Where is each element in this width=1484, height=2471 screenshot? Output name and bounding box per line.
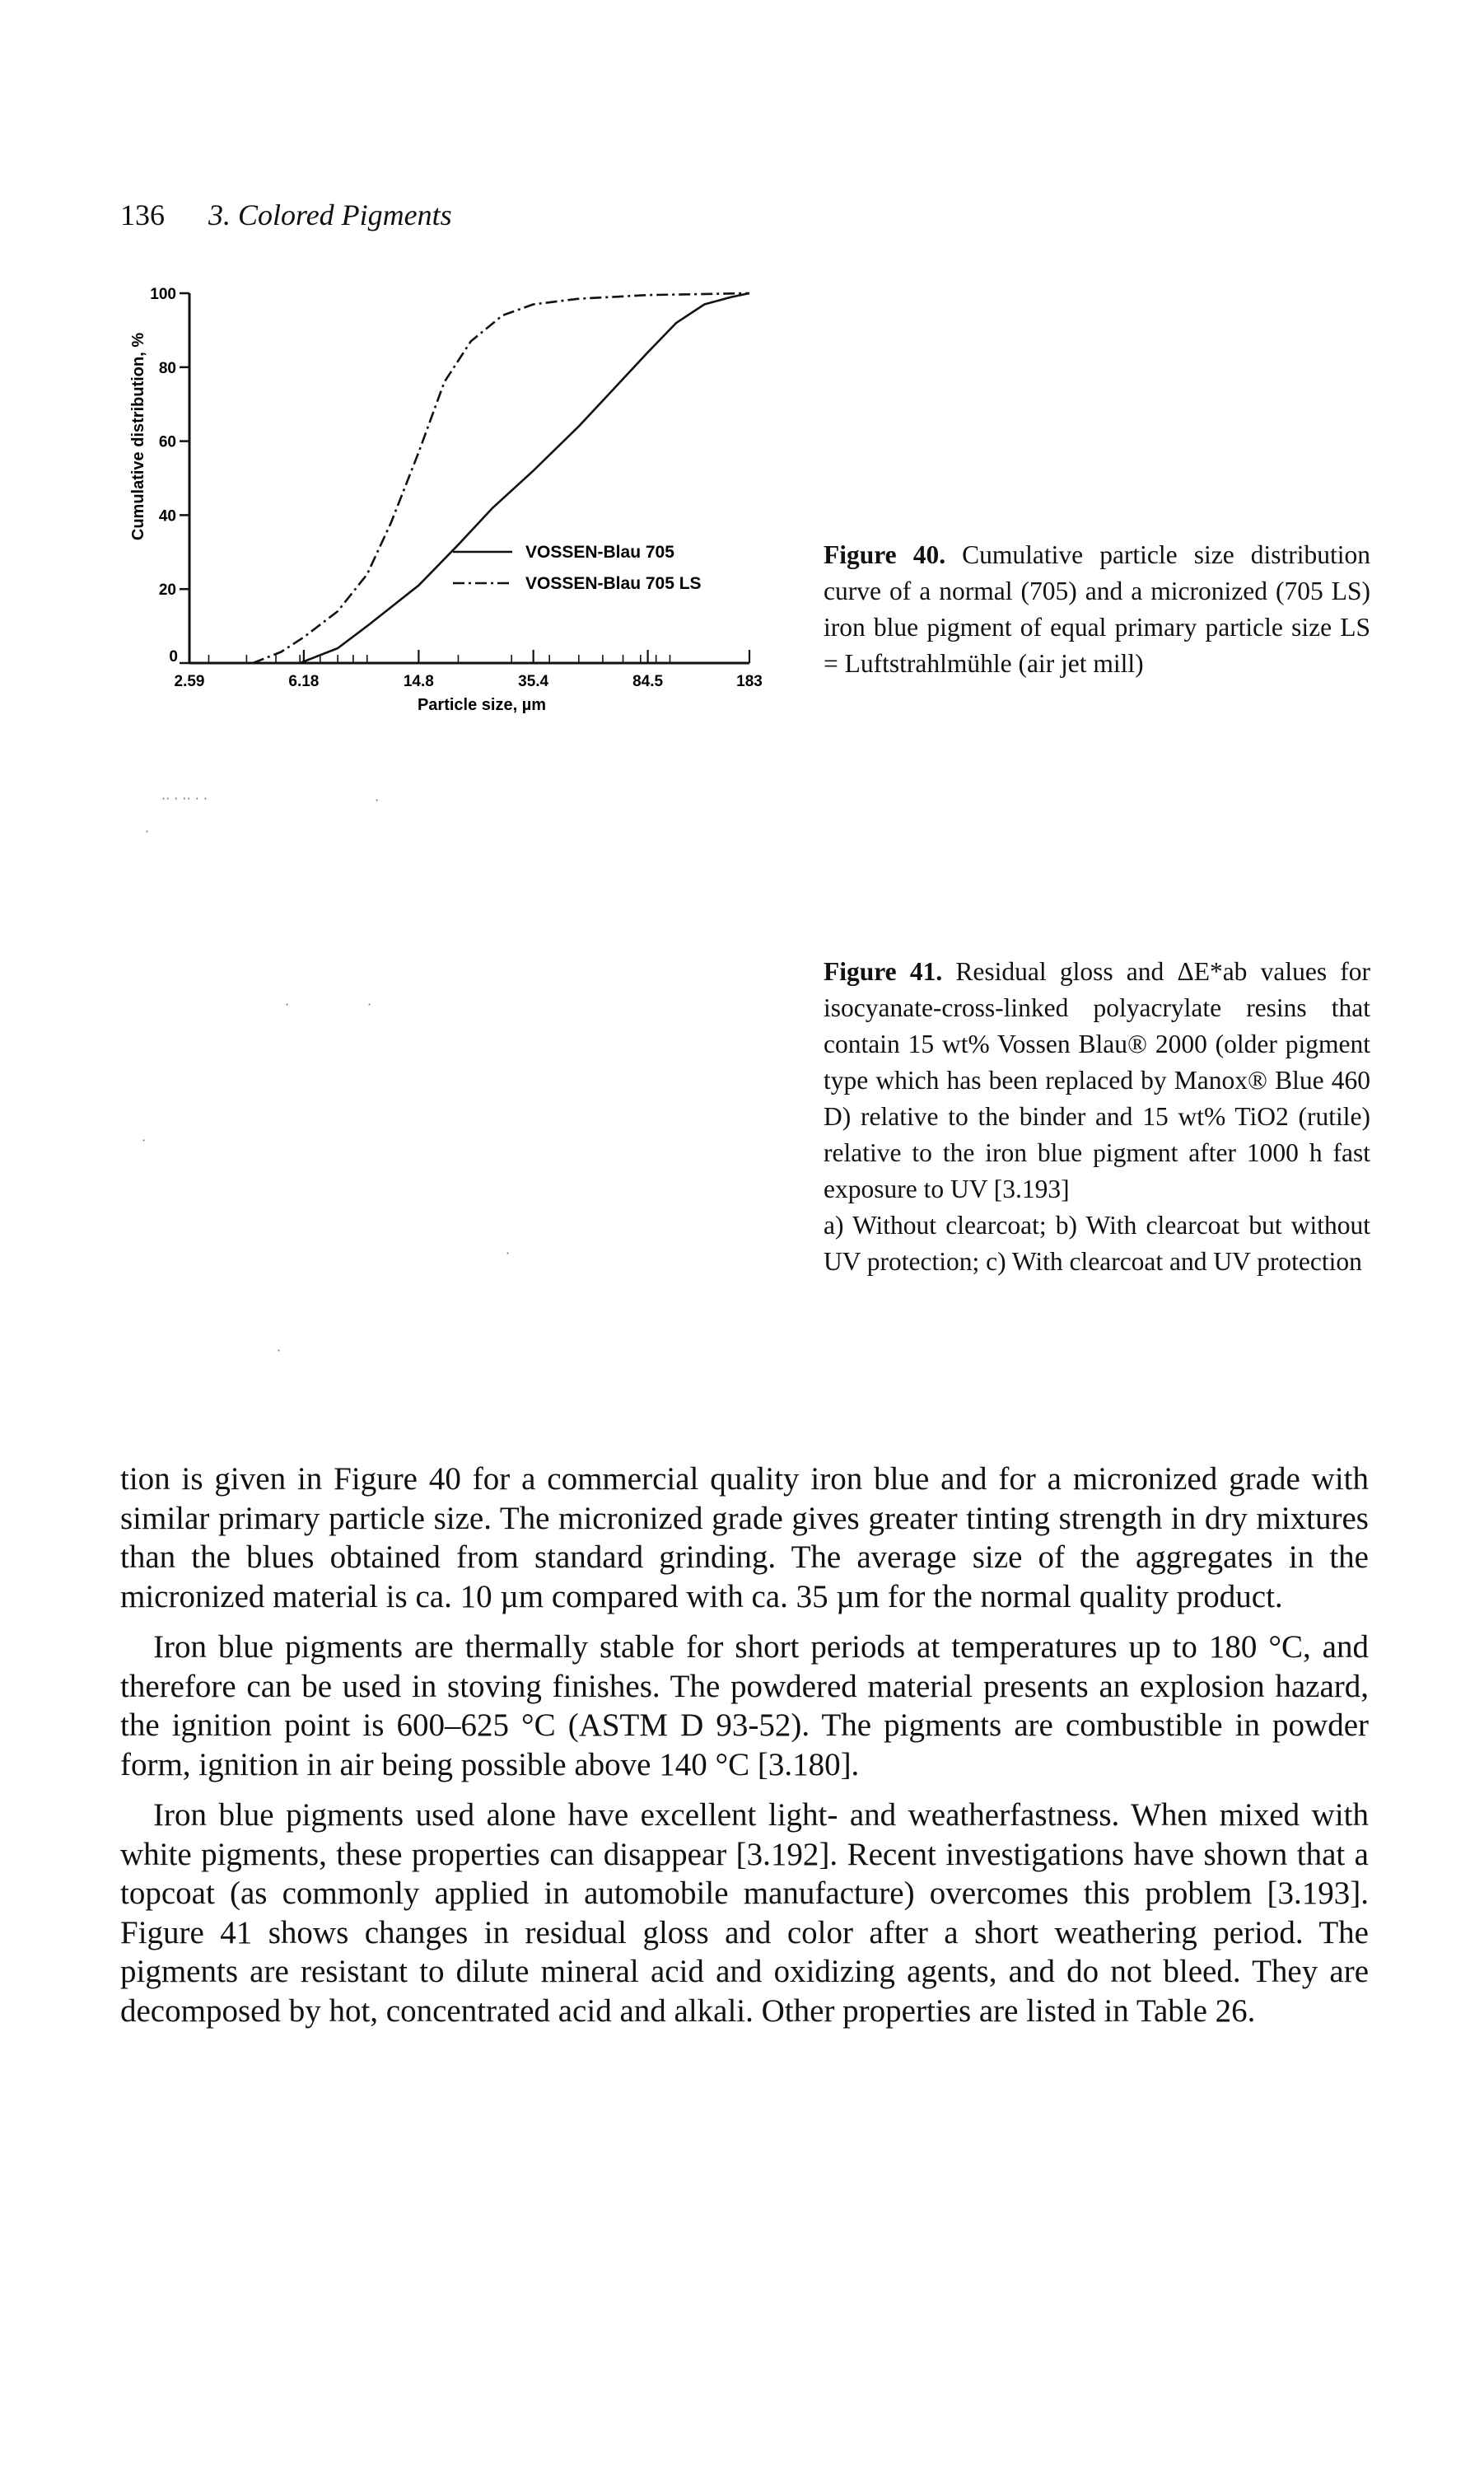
scan-speck: · [277,1343,282,1358]
y-tick-label: 20 [159,582,176,599]
figure-40-caption-text: Cumulative particle size distribution cu… [824,540,1370,678]
legend-label-705ls: VOSSEN-Blau 705 LS [525,574,702,593]
y-tick-label: 60 [159,434,176,451]
figure-40-label: Figure 40. [824,540,946,569]
scan-speck: · [142,1133,147,1148]
x-tick-label: 6.18 [288,673,319,690]
figure-41-caption: Figure 41. Residual gloss and ΔE*ab valu… [824,954,1370,1280]
x-axis-ticks: 2.59 6.18 14.8 35.4 84.5 183 [175,650,763,690]
x-axis-label: Particle size, µm [418,696,546,714]
chart-axes [188,293,750,665]
x-tick-label: 2.59 [175,673,205,690]
scan-speck: ·· · ·· · · [161,791,208,806]
running-header: 136 3. Colored Pigments [120,198,452,232]
figure-40-caption: Figure 40. Cumulative particle size dist… [824,537,1370,682]
section-title: 3. Colored Pigments [208,199,452,231]
body-text: tion is given in Figure 40 for a commerc… [120,1460,1369,2042]
scan-speck: · [145,824,150,839]
x-tick-label: 183 [736,673,763,690]
y-tick-label: 0 [169,648,178,666]
scan-speck: · [367,997,372,1012]
scan-speck: · [506,1245,511,1261]
paragraph-3: Iron blue pigments used alone have excel… [120,1797,1369,2029]
scan-speck: · [285,997,290,1012]
y-tick-label: 40 [159,507,176,525]
series-line-705ls [252,292,750,665]
figure-41-label: Figure 41. [824,957,943,986]
series-line-705 [299,292,750,665]
page-number: 136 [120,199,165,231]
figure-40-chart: 0 20 40 60 80 100 2.59 6.18 14.8 35.4 84.5 183 Cum… [129,286,763,714]
y-tick-label: 80 [159,360,176,377]
y-axis-ticks: 0 20 40 60 80 100 [150,286,189,666]
y-axis-label: Cumulative distribution, % [129,333,147,540]
x-tick-label: 14.8 [404,673,434,690]
figure-41-caption-sub: a) Without clearcoat; b) With clearcoat … [824,1211,1370,1276]
paragraph-2: Iron blue pigments are thermally stable … [120,1629,1369,1782]
scan-speck: · [375,792,380,808]
y-tick-label: 100 [150,286,176,303]
paragraph-1: tion is given in Figure 40 for a commerc… [120,1461,1369,1614]
x-tick-label: 84.5 [632,673,663,690]
figure-41-caption-text: Residual gloss and ΔE*ab values for isoc… [824,957,1370,1203]
chart-legend: VOSSEN-Blau 705 VOSSEN-Blau 705 LS [453,543,702,593]
x-tick-label: 35.4 [518,673,548,690]
legend-label-705: VOSSEN-Blau 705 [525,543,674,562]
chart-series [252,292,750,665]
